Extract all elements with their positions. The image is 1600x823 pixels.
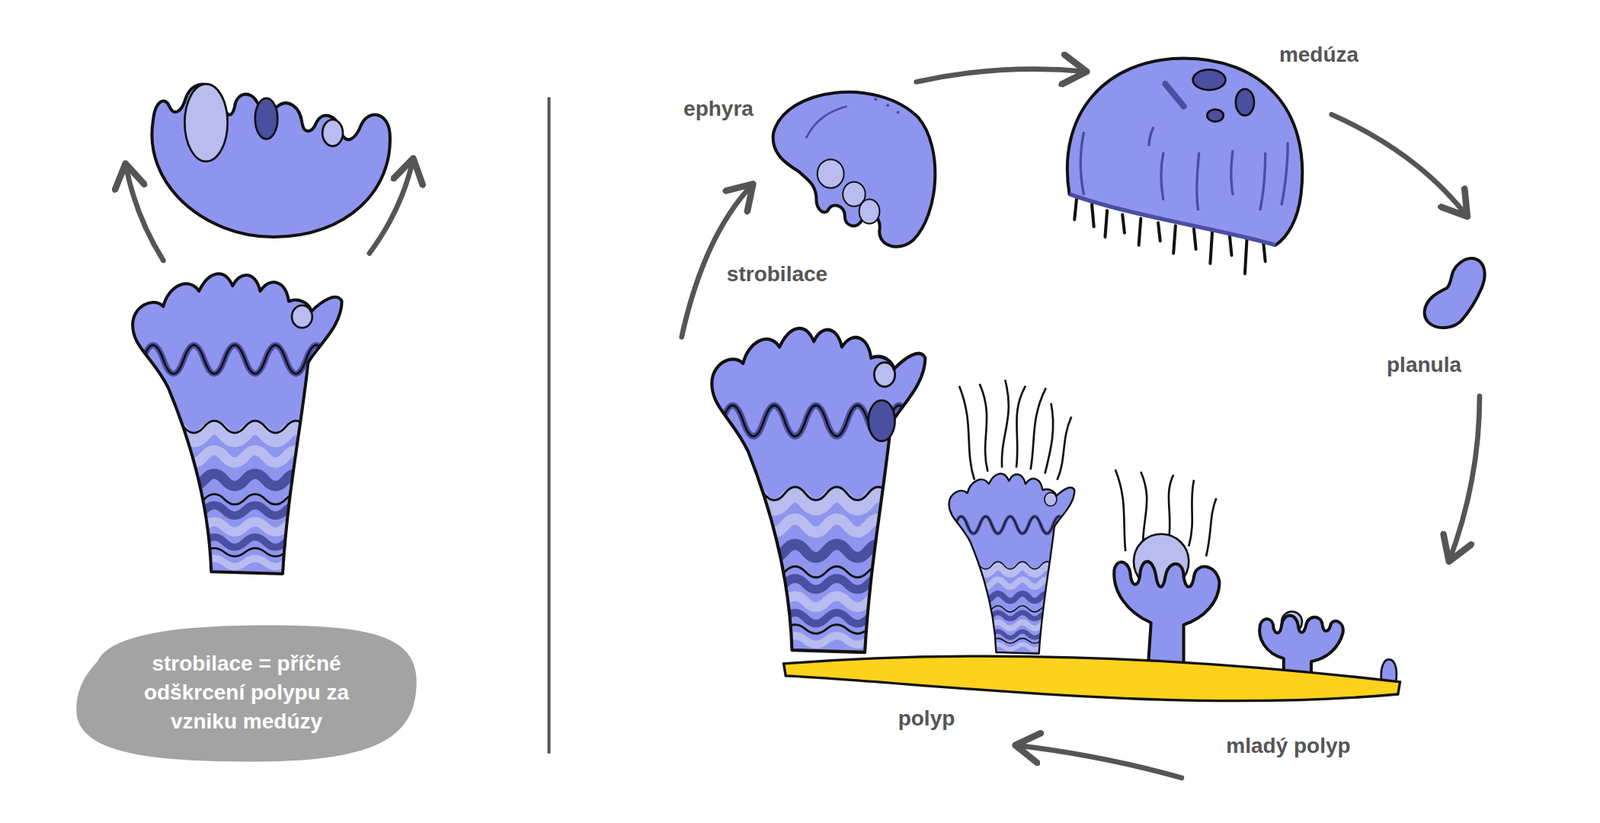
planula-figure <box>1424 258 1485 328</box>
polyp-figure <box>943 473 1079 654</box>
ephyra-figure <box>151 83 391 237</box>
note-blob: strobilace = příčné odškrcení polypu za … <box>69 620 424 765</box>
polyp-figure <box>1113 534 1220 669</box>
stage-label: mladý polyp <box>1225 733 1351 759</box>
substrate <box>784 656 1401 701</box>
divider-line <box>547 97 551 754</box>
stage-label: polyp <box>898 706 956 731</box>
stage-label: planula <box>1386 352 1462 378</box>
strobila-polyp-figure <box>701 328 932 653</box>
strobila-lobe <box>868 400 896 442</box>
stage-label: medúza <box>1279 42 1359 68</box>
note-text: strobilace = příčné odškrcení polypu za … <box>117 649 377 736</box>
stage-label: ephyra <box>683 96 754 122</box>
stage-label: strobilace <box>726 262 828 287</box>
blob-fill <box>76 624 416 762</box>
medusa-figure <box>1067 58 1303 275</box>
ephyra-figure <box>773 92 936 247</box>
strobila-figure <box>122 273 348 574</box>
